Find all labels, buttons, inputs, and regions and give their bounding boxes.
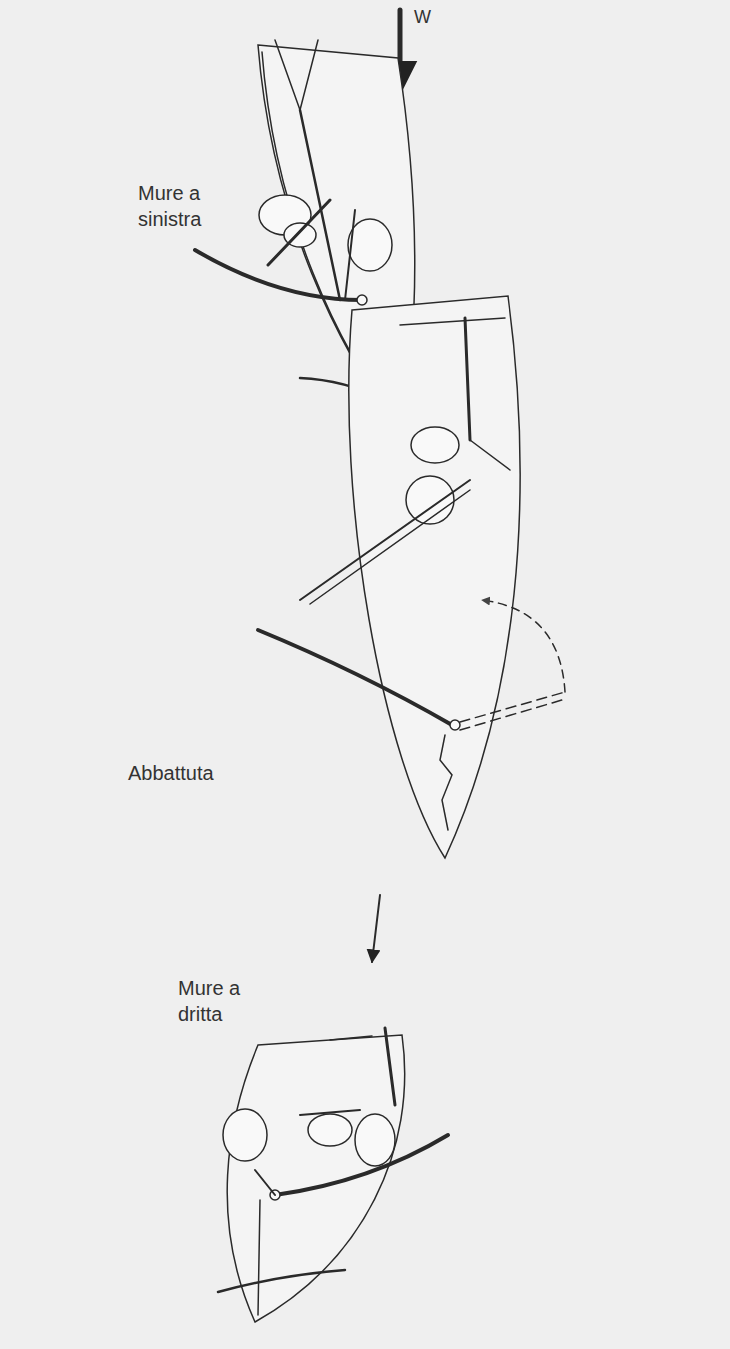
manoeuvre-label: Abbattuta xyxy=(128,760,214,786)
tack-label: Mure a dritta xyxy=(178,975,270,1027)
tack-label: Mure a sinistra xyxy=(138,180,230,232)
sequence-arrow xyxy=(372,895,380,962)
boat-gybing xyxy=(258,296,565,858)
boat-starboard-tack xyxy=(218,1028,448,1322)
wind-label: W xyxy=(414,4,431,30)
